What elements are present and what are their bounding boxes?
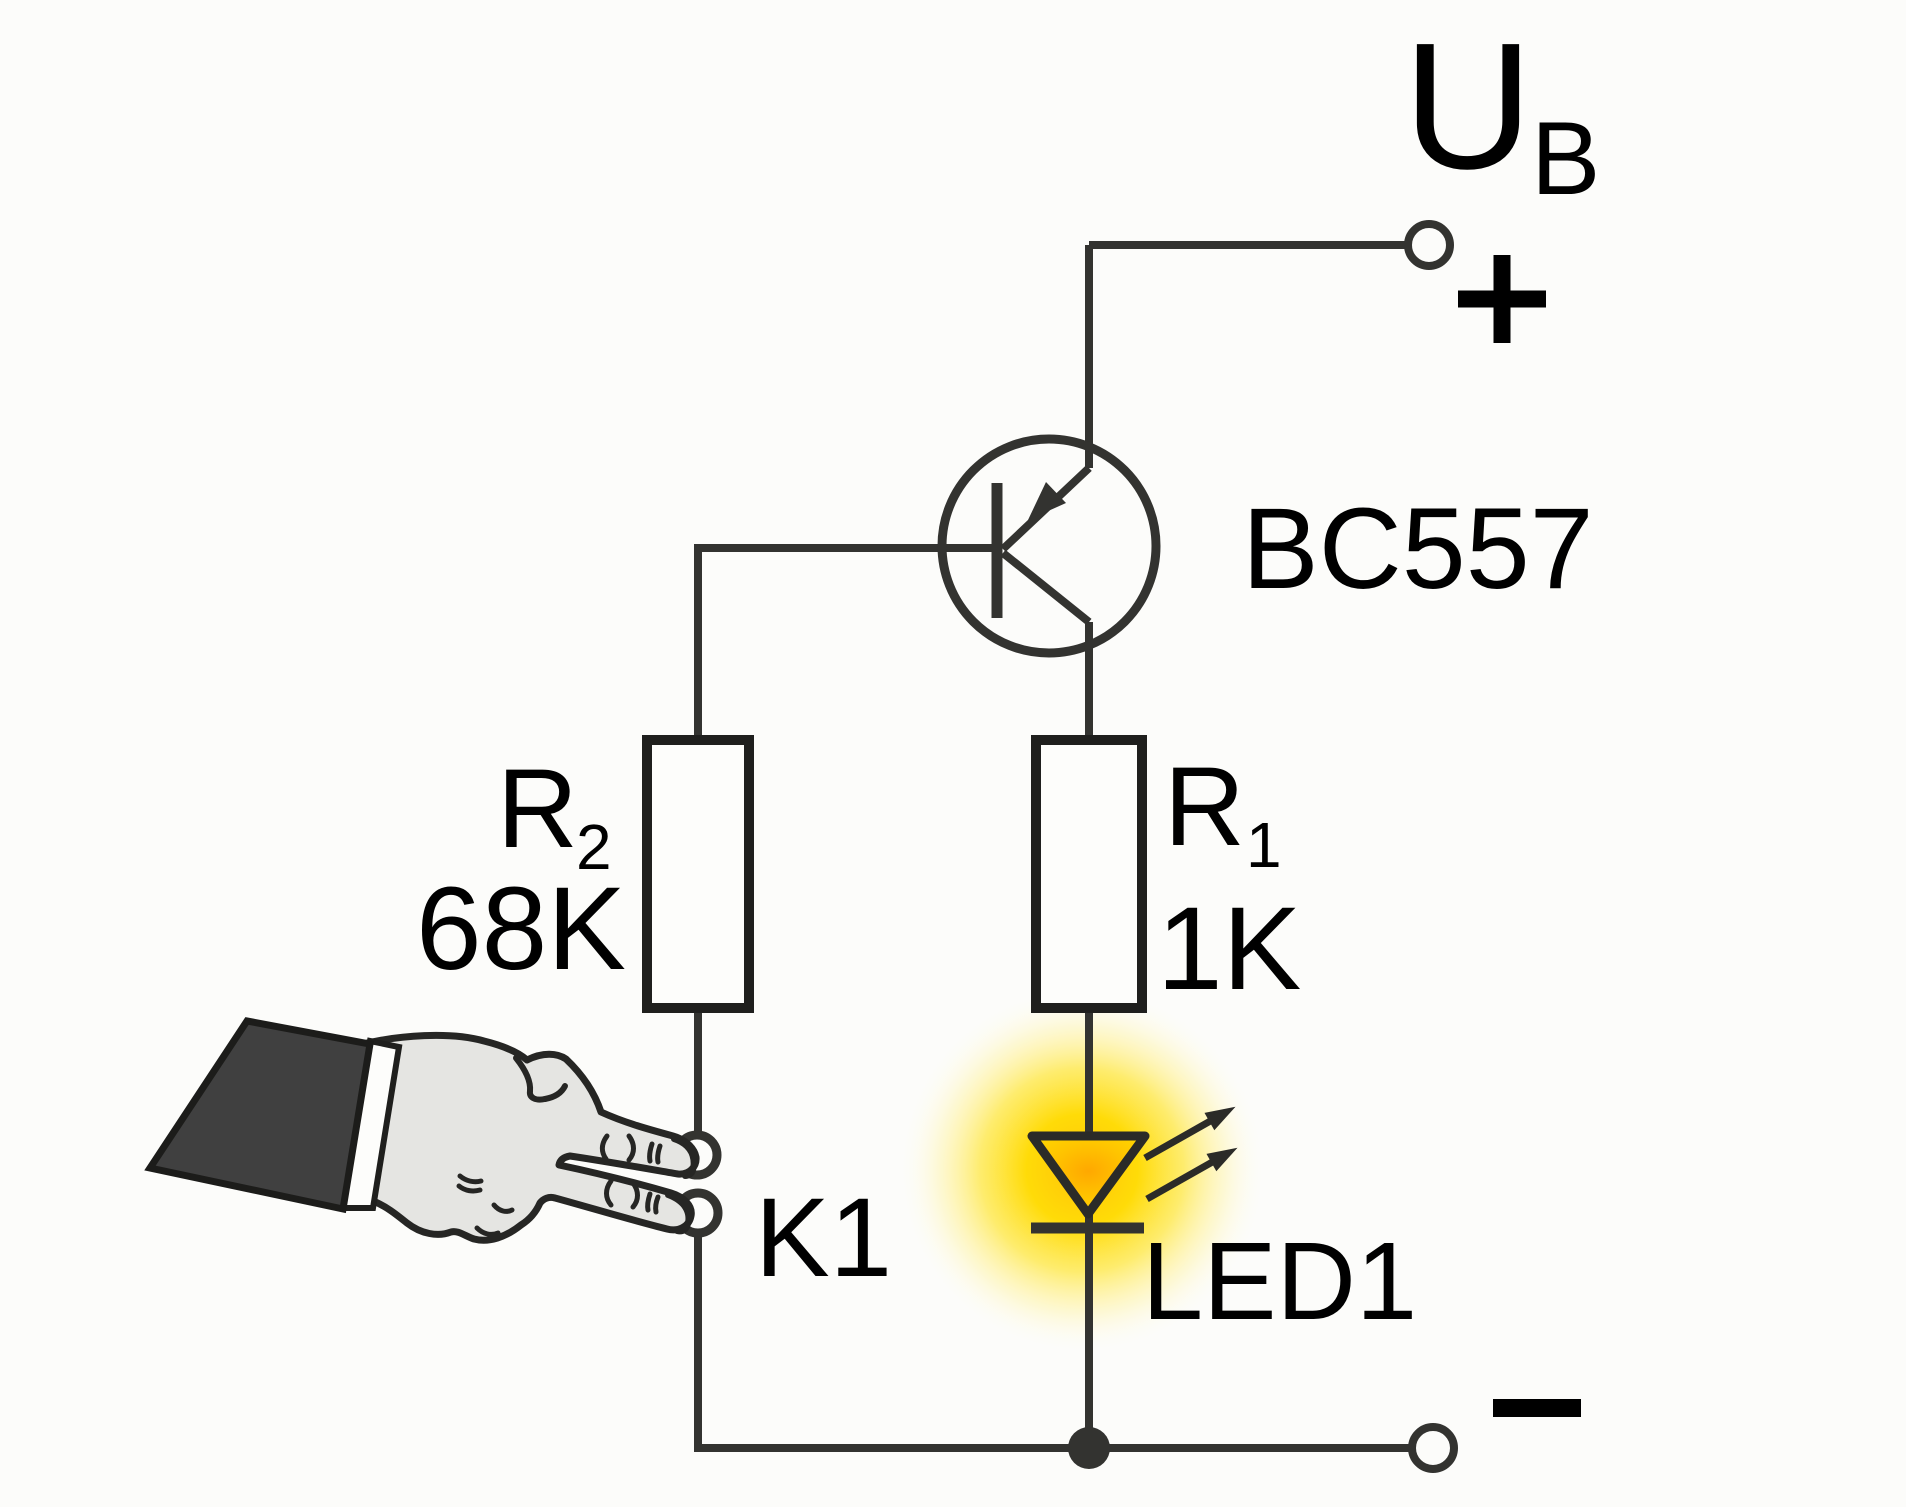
r2-label: R: [497, 746, 578, 871]
resistor-r1-symbol: [1031, 735, 1147, 1013]
minus-sign: [1493, 1399, 1581, 1417]
wire-base-to-r2: [694, 544, 992, 740]
resistor-r2-symbol: [642, 735, 754, 1013]
supply-label-main: U: [1403, 6, 1533, 207]
wire-contact-to-negative: [694, 1234, 1411, 1452]
r1-label: R: [1164, 744, 1245, 869]
wires: [694, 241, 1411, 1452]
negative-terminal: [1408, 1423, 1458, 1473]
contacts-label: K1: [755, 1175, 892, 1300]
led-symbol: [1027, 1106, 1238, 1234]
pnp-transistor-symbol: [937, 434, 1161, 658]
transistor-label: BC557: [1242, 485, 1594, 613]
fingernails: [665, 1136, 697, 1235]
r1-value: 1K: [1157, 883, 1301, 1015]
sleeve: [144, 1017, 375, 1214]
led-label: LED1: [1142, 1220, 1417, 1343]
positive-terminal: [1404, 220, 1454, 270]
hand-outline: [348, 1031, 700, 1244]
light-ray-arrow-icon: [1145, 1147, 1238, 1203]
transistor-circle: [937, 434, 1161, 658]
r1-label-sub: 1: [1246, 809, 1282, 881]
r2-label-sub: 2: [576, 811, 612, 883]
light-ray-arrow-icon: [1143, 1106, 1236, 1162]
junction-dot: [1068, 1427, 1110, 1469]
hand-illustration: [144, 1017, 700, 1244]
emitter-arrowhead-icon: [1028, 482, 1066, 520]
transistor-collector-lead: [1000, 549, 1092, 626]
r2-value: 68K: [416, 863, 626, 995]
led-triangle: [1027, 1131, 1150, 1219]
plus-sign: [1458, 255, 1546, 343]
supply-label-sub: B: [1531, 101, 1600, 217]
skin-wrinkles: [456, 1133, 663, 1237]
thumb-curl-lines: [513, 1055, 568, 1103]
